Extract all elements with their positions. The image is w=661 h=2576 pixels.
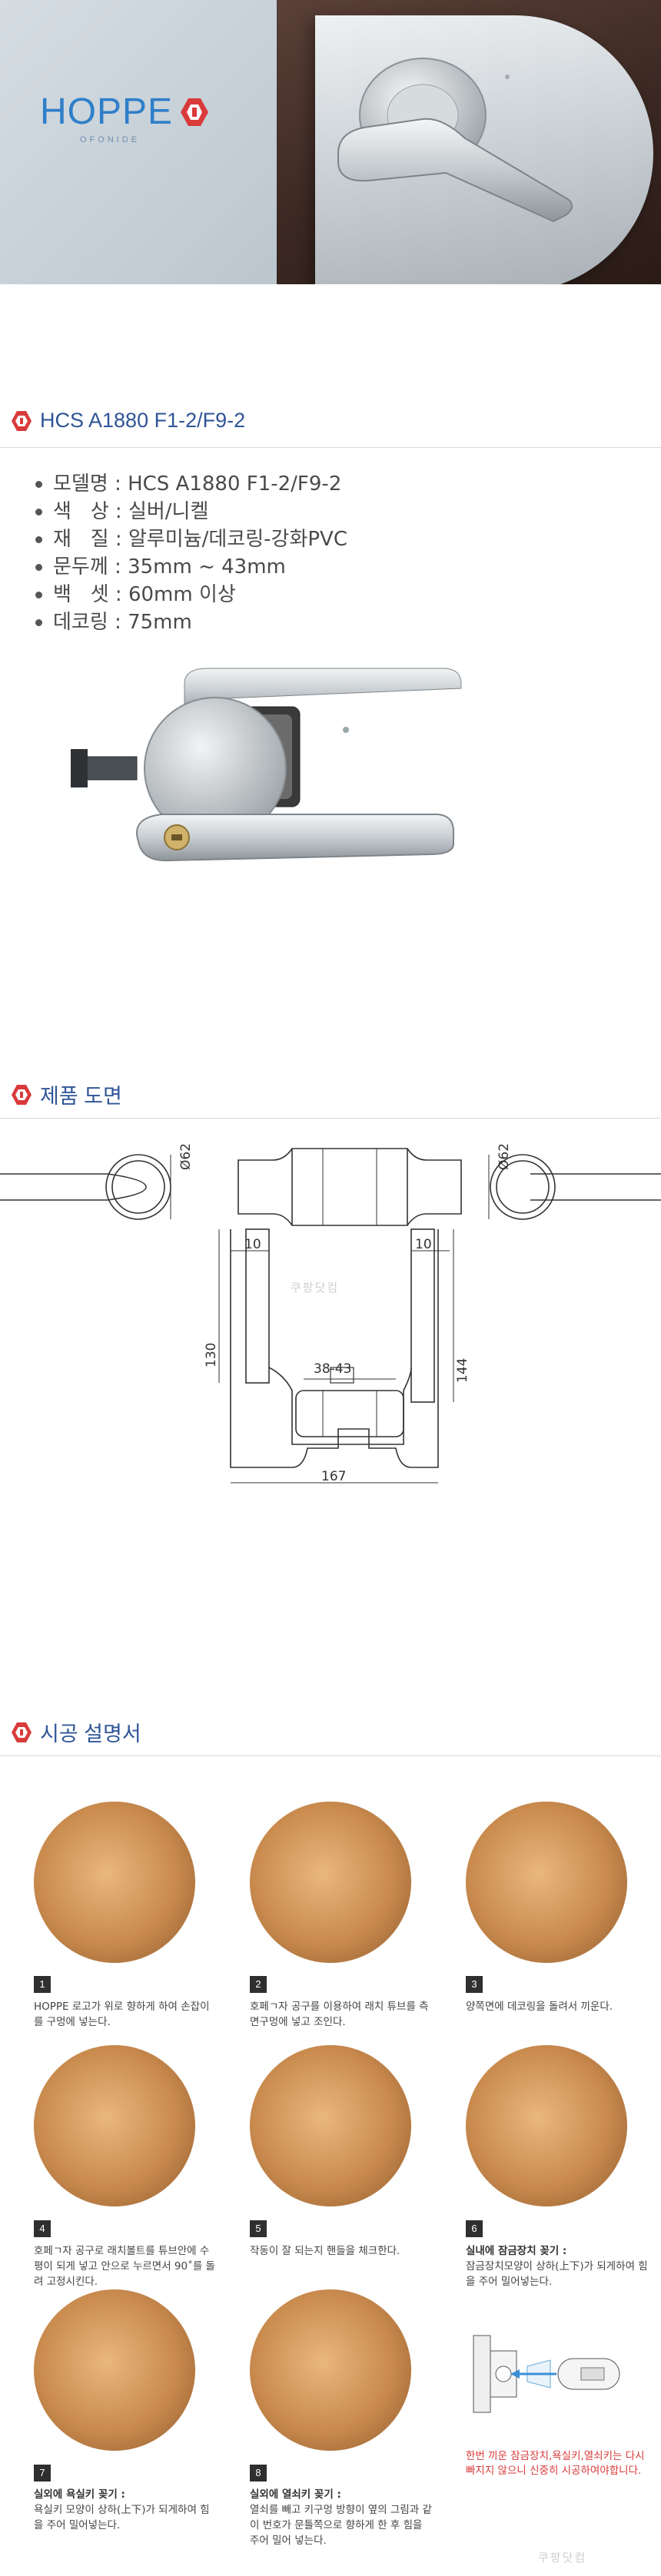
dim-width: 167 [321, 1469, 347, 1484]
step-text-bold: 실내에 잠금장치 꽂기 : [466, 2245, 567, 2257]
step-text-block: 실외에 욕실키 꽂기 : 욕실키 모양이 상하(上下)가 되게하여 힘을 주어 … [34, 2487, 218, 2533]
spec-label: 문두께 [53, 555, 108, 579]
product-title-row: HCS A1880 F1-2/F9-2 [11, 409, 245, 433]
step-number: 7 [34, 2465, 51, 2482]
bullet-icon [35, 618, 42, 626]
drawing-title: 제품 도면 [40, 1085, 122, 1108]
step-number: 2 [250, 1976, 267, 1993]
dim-height-right: 144 [455, 1358, 470, 1383]
watermark: 쿠팡닷컴 [291, 1281, 340, 1295]
step-number: 8 [250, 2465, 267, 2482]
step-image [250, 2289, 411, 2451]
spec-row: 데코링 : 75mm [35, 608, 347, 636]
drawing-title-row: 제품 도면 [11, 1079, 122, 1109]
section-divider [0, 447, 661, 448]
spec-value: 75mm [128, 611, 192, 634]
bullet-icon [35, 508, 42, 516]
hero-lever-handle-image [337, 58, 573, 223]
spec-label: 백 셋 [53, 583, 109, 606]
step-image [250, 1802, 411, 1963]
technical-drawing [0, 1148, 661, 1484]
bullet-icon [35, 563, 42, 571]
hoppe-hexagon-icon [181, 98, 209, 126]
step-text: HOPPE 로고가 위로 향하게 하여 손잡이를 구멍에 넣는다. [34, 2001, 210, 2028]
step-number: 3 [466, 1976, 483, 1993]
spec-row: 색 상 : 실버/니켈 [35, 498, 347, 525]
hoppe-logo-subtext: OFONIDE [80, 135, 141, 144]
bullet-icon [35, 535, 42, 543]
dim-height-left: 130 [204, 1342, 219, 1368]
step-text: 호페ㄱ자 공구로 래치볼트를 튜브안에 수평이 되게 넣고 안으로 누르면서 9… [34, 2245, 215, 2288]
install-title: 시공 설명서 [40, 1722, 141, 1746]
spec-label: 재 질 [53, 528, 109, 551]
hoppe-hexagon-icon [12, 1084, 32, 1105]
step-text: 작동이 잘 되는지 핸들을 체크한다. [250, 2245, 400, 2257]
dim-top-left: 10 [244, 1237, 261, 1252]
install-warning: 한번 끼운 잠금장치,욕실키,열쇠키는 다시 빠지지 않으니 신중히 시공하여야… [466, 2450, 645, 2477]
section-divider [0, 1118, 661, 1119]
spec-label: 색 상 [53, 500, 109, 523]
spec-label: 모델명 [53, 472, 108, 496]
spec-label: 데코링 [53, 611, 108, 634]
step-text-bold: 실외에 열쇠키 꽂기 : [250, 2488, 341, 2501]
step-number: 4 [34, 2220, 51, 2237]
step-image [34, 2045, 195, 2206]
step-text: 양쪽면에 데코링을 돌려서 끼운다. [466, 2001, 613, 2013]
step-text-block: 실외에 열쇠키 꽂기 : 열쇠를 빼고 키구멍 방향이 옆의 그림과 같이 번호… [250, 2487, 434, 2548]
step-number: 1 [34, 1976, 51, 1993]
step-text: 열쇠를 빼고 키구멍 방향이 옆의 그림과 같이 번호가 문틀쪽으로 향하게 한… [250, 2504, 432, 2547]
step-number: 5 [250, 2220, 267, 2237]
bullet-icon [35, 591, 42, 598]
hoppe-hexagon-icon [12, 410, 32, 431]
key-insert-illustration [473, 2335, 620, 2413]
spec-value: 60mm 이상 [128, 583, 236, 606]
bullet-icon [35, 480, 42, 488]
hero-banner: HOPPE OFONIDE [0, 0, 661, 284]
dim-top-right: 10 [415, 1237, 432, 1252]
step-text-bold: 실외에 욕실키 꽂기 : [34, 2488, 125, 2501]
install-title-row: 시공 설명서 [11, 1717, 141, 1747]
product-title: HCS A1880 F1-2/F9-2 [40, 409, 246, 432]
step-image [34, 1802, 195, 1963]
step-image [466, 1802, 627, 1963]
hoppe-hexagon-icon [12, 1722, 32, 1742]
step-text-block: 실내에 잠금장치 꽂기 : 잠금장치모양이 상하(上下)가 되게하여 힘을 주어… [466, 2243, 650, 2289]
spec-value: 알루미늄/데코링-강화PVC [128, 528, 347, 551]
section-divider [0, 1755, 661, 1756]
spec-row: 백 셋 : 60mm 이상 [35, 581, 347, 608]
spec-row: 재 질 : 알루미늄/데코링-강화PVC [35, 525, 347, 553]
step-image [466, 2045, 627, 2206]
step-image [34, 2289, 195, 2451]
step-image [250, 2045, 411, 2206]
dim-door-thickness: 38-43 [314, 1361, 352, 1377]
dim-diameter-left: Ø62 [178, 1142, 194, 1170]
spec-row: 문두께 : 35mm ~ 43mm [35, 553, 347, 581]
dim-diameter-right: Ø62 [497, 1142, 512, 1170]
step-number: 6 [466, 2220, 483, 2237]
spec-row: 모델명 : HCS A1880 F1-2/F9-2 [35, 470, 347, 498]
spec-value: HCS A1880 F1-2/F9-2 [128, 472, 342, 496]
step-text: 잠금장치모양이 상하(上下)가 되게하여 힘을 주어 밀어넣는다. [466, 2260, 648, 2288]
spec-list: 모델명 : HCS A1880 F1-2/F9-2 색 상 : 실버/니켈 재 … [35, 470, 347, 636]
spec-value: 35mm ~ 43mm [128, 555, 286, 579]
watermark: 쿠팡닷컴 [538, 2551, 587, 2564]
hoppe-logo-text: HOPPE [40, 91, 174, 132]
hoppe-logo: HOPPE [40, 91, 211, 133]
step-text: 욕실키 모양이 상하(上下)가 되게하여 힘을 주어 밀어넣는다. [34, 2504, 210, 2531]
step-text: 호페ㄱ자 공구를 이용하여 래치 튜브를 측면구멍에 넣고 조인다. [250, 2001, 429, 2028]
spec-value: 실버/니켈 [128, 500, 209, 523]
product-lever-set-image [71, 668, 462, 862]
